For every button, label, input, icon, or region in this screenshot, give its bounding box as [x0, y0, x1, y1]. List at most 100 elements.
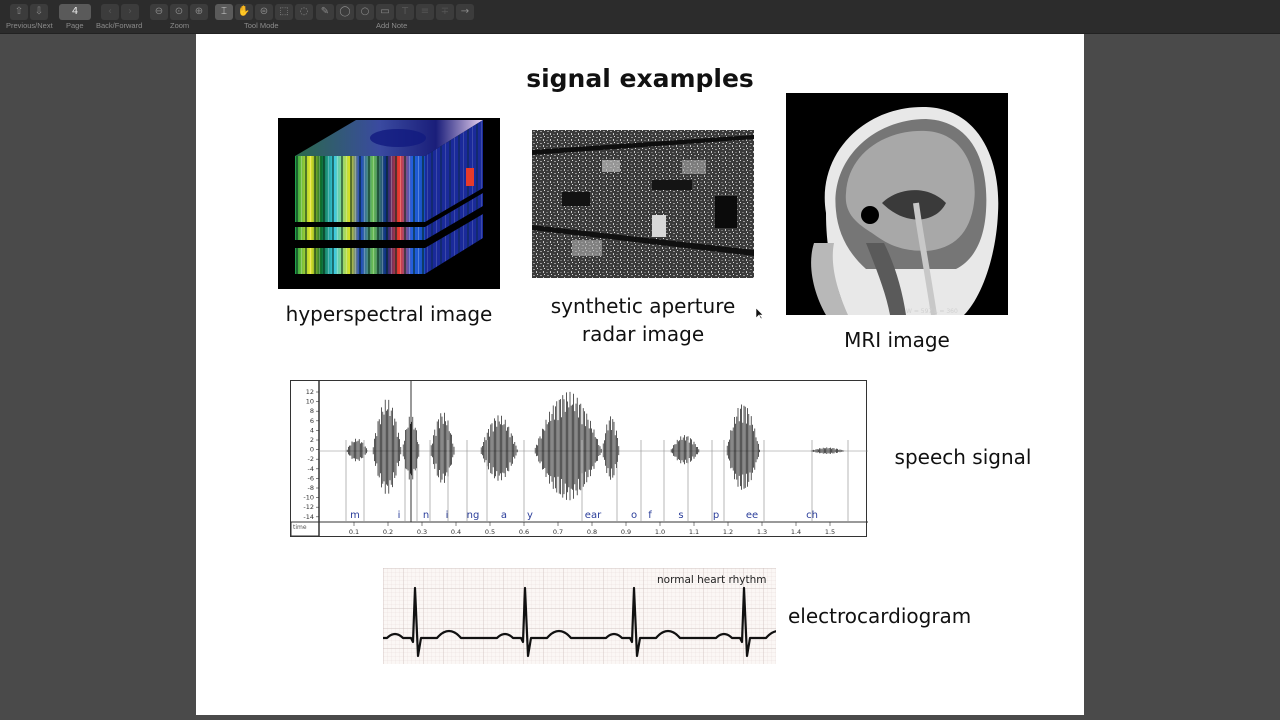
text-select-icon: ⌶ [221, 6, 227, 17]
arrow-icon: → [460, 6, 470, 17]
mri-image: W = 597 L = 360 [786, 93, 1008, 315]
ecg-image: normal heart rhythm [383, 568, 776, 664]
pen-note-button[interactable]: ✎ [316, 4, 334, 20]
pen-icon: ✎ [320, 6, 330, 17]
prev-next-label: Previous/Next [6, 21, 53, 30]
arrow-up-icon: ⇧ [14, 6, 24, 17]
previous-page-button[interactable]: ⇧ [10, 4, 28, 20]
back-icon: ‹ [108, 6, 112, 17]
y-tick-label: -14 [303, 513, 314, 521]
time-axis-label: time [293, 524, 307, 531]
x-tick-label: 1.3 [757, 528, 767, 536]
sar-caption-line1: synthetic aperture [550, 294, 736, 318]
y-tick-label: -6 [308, 474, 314, 482]
ecg-trace [383, 586, 776, 658]
document-page: signal examples [196, 34, 1084, 715]
viewer-toolbar: ⇧ ⇩ 4 ‹ › ⊖ ⊙ ⊕ ⌶ ✋ ⊜ ⬚ ◌ ✎ ◯ ○ ▭ T ≡ ∓ … [0, 0, 1280, 34]
y-tick-label: -4 [308, 465, 314, 473]
tool-mode-label: Tool Mode [244, 21, 279, 30]
y-tick-label: 0 [310, 446, 314, 454]
y-tick-label: -2 [308, 455, 314, 463]
rect-select-icon: ⬚ [279, 6, 289, 17]
text-note-icon: T [401, 6, 409, 17]
zoom-reset-button[interactable]: ⊙ [170, 4, 188, 20]
phoneme-label: a [501, 510, 507, 521]
zoom-out-button[interactable]: ⊖ [150, 4, 168, 20]
phoneme-label: s [678, 510, 683, 521]
mouse-cursor-icon [755, 305, 764, 324]
x-tick-label: 0.1 [349, 528, 359, 536]
add-note-group: ✎ ◯ ○ ▭ T ≡ ∓ → [316, 4, 474, 20]
x-tick-label: 0.4 [451, 528, 461, 536]
magnify-tool[interactable]: ⊜ [255, 4, 273, 20]
x-tick-label: 1.2 [723, 528, 733, 536]
next-page-button[interactable]: ⇩ [30, 4, 48, 20]
hand-tool[interactable]: ✋ [235, 4, 253, 20]
mri-overlay-text: W = 597 L = 360 [906, 308, 958, 315]
x-tick-label: 0.9 [621, 528, 631, 536]
x-tick-label: 0.7 [553, 528, 563, 536]
add-note-label: Add Note [376, 21, 408, 30]
y-tick-label: -8 [308, 484, 314, 492]
x-tick-label: 1.1 [689, 528, 699, 536]
back-forward-label: Back/Forward [96, 21, 143, 30]
slide-title: signal examples [526, 64, 754, 93]
phoneme-label: f [648, 510, 652, 521]
x-tick-label: 1.4 [791, 528, 801, 536]
phoneme-label: m [350, 510, 360, 521]
zoom-label: Zoom [170, 21, 190, 30]
lasso-tool[interactable]: ◌ [295, 4, 313, 20]
phoneme-label: ear [585, 510, 602, 521]
hyperspectral-caption: hyperspectral image [285, 302, 493, 326]
rectangle-note-button[interactable]: ▭ [376, 4, 394, 20]
zoom-group: ⊖ ⊙ ⊕ [150, 4, 208, 20]
x-tick-label: 0.3 [417, 528, 427, 536]
y-tick-label: 8 [310, 407, 314, 415]
strike-note-button[interactable]: ∓ [436, 4, 454, 20]
arrow-note-button[interactable]: → [456, 4, 474, 20]
y-tick-label: 12 [306, 388, 314, 396]
lasso-icon: ◌ [299, 6, 309, 17]
phoneme-label: ee [746, 510, 758, 521]
page-number-input[interactable]: 4 [59, 4, 91, 20]
circle-note-button[interactable]: ○ [356, 4, 374, 20]
sar-caption: synthetic aperture radar image [532, 292, 754, 348]
x-tick-label: 0.5 [485, 528, 495, 536]
forward-button[interactable]: › [121, 4, 139, 20]
phoneme-label: y [527, 510, 533, 521]
back-button[interactable]: ‹ [101, 4, 119, 20]
text-select-tool[interactable]: ⌶ [215, 4, 233, 20]
zoom-reset-icon: ⊙ [174, 6, 184, 17]
text-note-button[interactable]: T [396, 4, 414, 20]
speech-note-button[interactable]: ◯ [336, 4, 354, 20]
x-tick-label: 0.2 [383, 528, 393, 536]
highlight-note-button[interactable]: ≡ [416, 4, 434, 20]
phoneme-label: i [446, 510, 449, 521]
sar-caption-line2: radar image [581, 322, 705, 346]
phoneme-label: p [713, 510, 719, 521]
hyperspectral-image [278, 118, 500, 289]
phoneme-label: ch [806, 510, 818, 521]
zoom-in-icon: ⊕ [194, 6, 204, 17]
speech-caption: speech signal [894, 445, 1032, 469]
sar-image [532, 130, 754, 278]
x-tick-label: 1.5 [825, 528, 835, 536]
hand-icon: ✋ [237, 6, 251, 17]
phoneme-label: o [631, 510, 637, 521]
mri-caption: MRI image [844, 328, 950, 352]
x-tick-label: 0.6 [519, 528, 529, 536]
forward-icon: › [128, 6, 132, 17]
back-forward-group: ‹ › [101, 4, 139, 20]
page-label: Page [66, 21, 84, 30]
y-tick-label: 6 [310, 417, 314, 425]
strike-icon: ∓ [440, 6, 450, 17]
zoom-in-button[interactable]: ⊕ [190, 4, 208, 20]
y-tick-label: 4 [310, 426, 314, 434]
zoom-out-icon: ⊖ [154, 6, 164, 17]
speech-bubble-icon: ◯ [339, 6, 351, 17]
rectangle-icon: ▭ [380, 6, 390, 17]
highlight-icon: ≡ [420, 6, 430, 17]
rect-select-tool[interactable]: ⬚ [275, 4, 293, 20]
arrow-down-icon: ⇩ [34, 6, 44, 17]
